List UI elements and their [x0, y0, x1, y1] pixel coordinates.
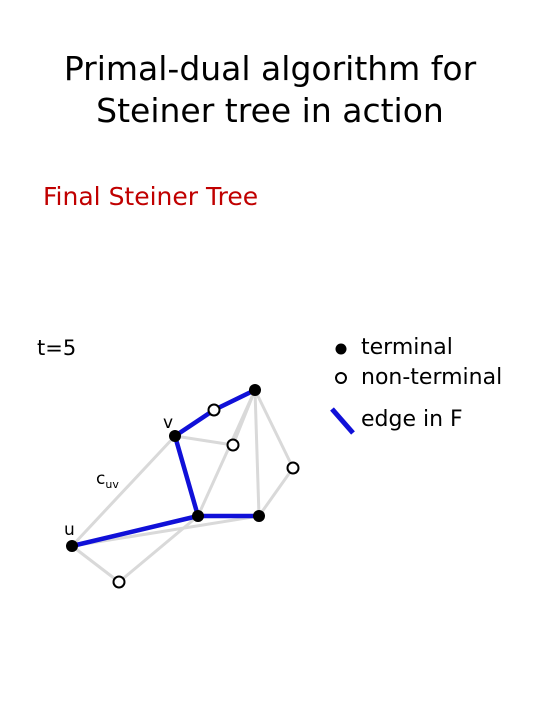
time-label: t=5 — [37, 336, 77, 360]
graph-edge-d-f — [257, 466, 295, 518]
tree-edge-u-e — [69, 513, 201, 549]
tree-edge-v-e — [172, 433, 201, 519]
graph-edge-a-e — [196, 388, 257, 518]
graph-edge-u-g — [70, 544, 121, 584]
page-title: Primal-dual algorithm for Steiner tree i… — [0, 48, 540, 132]
terminal-node-u — [66, 540, 78, 552]
edge-cost-subscript: uv — [105, 478, 119, 491]
title-line-2: Steiner tree in action — [96, 91, 444, 130]
legend-terminal-icon — [335, 343, 347, 355]
non-terminal-node-g — [112, 575, 126, 589]
tree-edge-a-b — [211, 387, 258, 413]
non-terminal-node-d — [286, 461, 300, 475]
section-subtitle: Final Steiner Tree — [43, 182, 259, 211]
edge-cost-label: cuv — [96, 469, 119, 491]
graph-edge-v-u — [70, 434, 177, 548]
non-terminal-node-b — [207, 403, 221, 417]
graph-edge-a-d — [253, 388, 295, 470]
legend-terminal-label: terminal — [361, 335, 453, 360]
tree-edge-b-v — [172, 407, 217, 439]
terminal-node-e — [192, 510, 204, 522]
legend-non-terminal-icon — [335, 372, 347, 384]
terminal-node-v — [169, 430, 181, 442]
graph-edge-f-u — [70, 514, 261, 548]
legend-edge-icon — [330, 407, 355, 435]
nodes-layer — [66, 384, 300, 589]
edge-cost-main: c — [96, 469, 105, 489]
legend-edge-label: edge in F — [361, 407, 463, 432]
node-label-v: v — [163, 413, 173, 433]
legend-non-terminal-label: non-terminal — [361, 365, 503, 390]
node-label-u: u — [64, 520, 75, 540]
graph-edge-a-f — [253, 388, 261, 518]
non-terminal-node-c — [226, 438, 240, 452]
terminal-node-a — [249, 384, 261, 396]
title-line-1: Primal-dual algorithm for — [63, 49, 477, 88]
graph-edge-v-c — [173, 434, 235, 447]
edges-layer — [69, 387, 295, 584]
terminal-node-f — [253, 510, 265, 522]
